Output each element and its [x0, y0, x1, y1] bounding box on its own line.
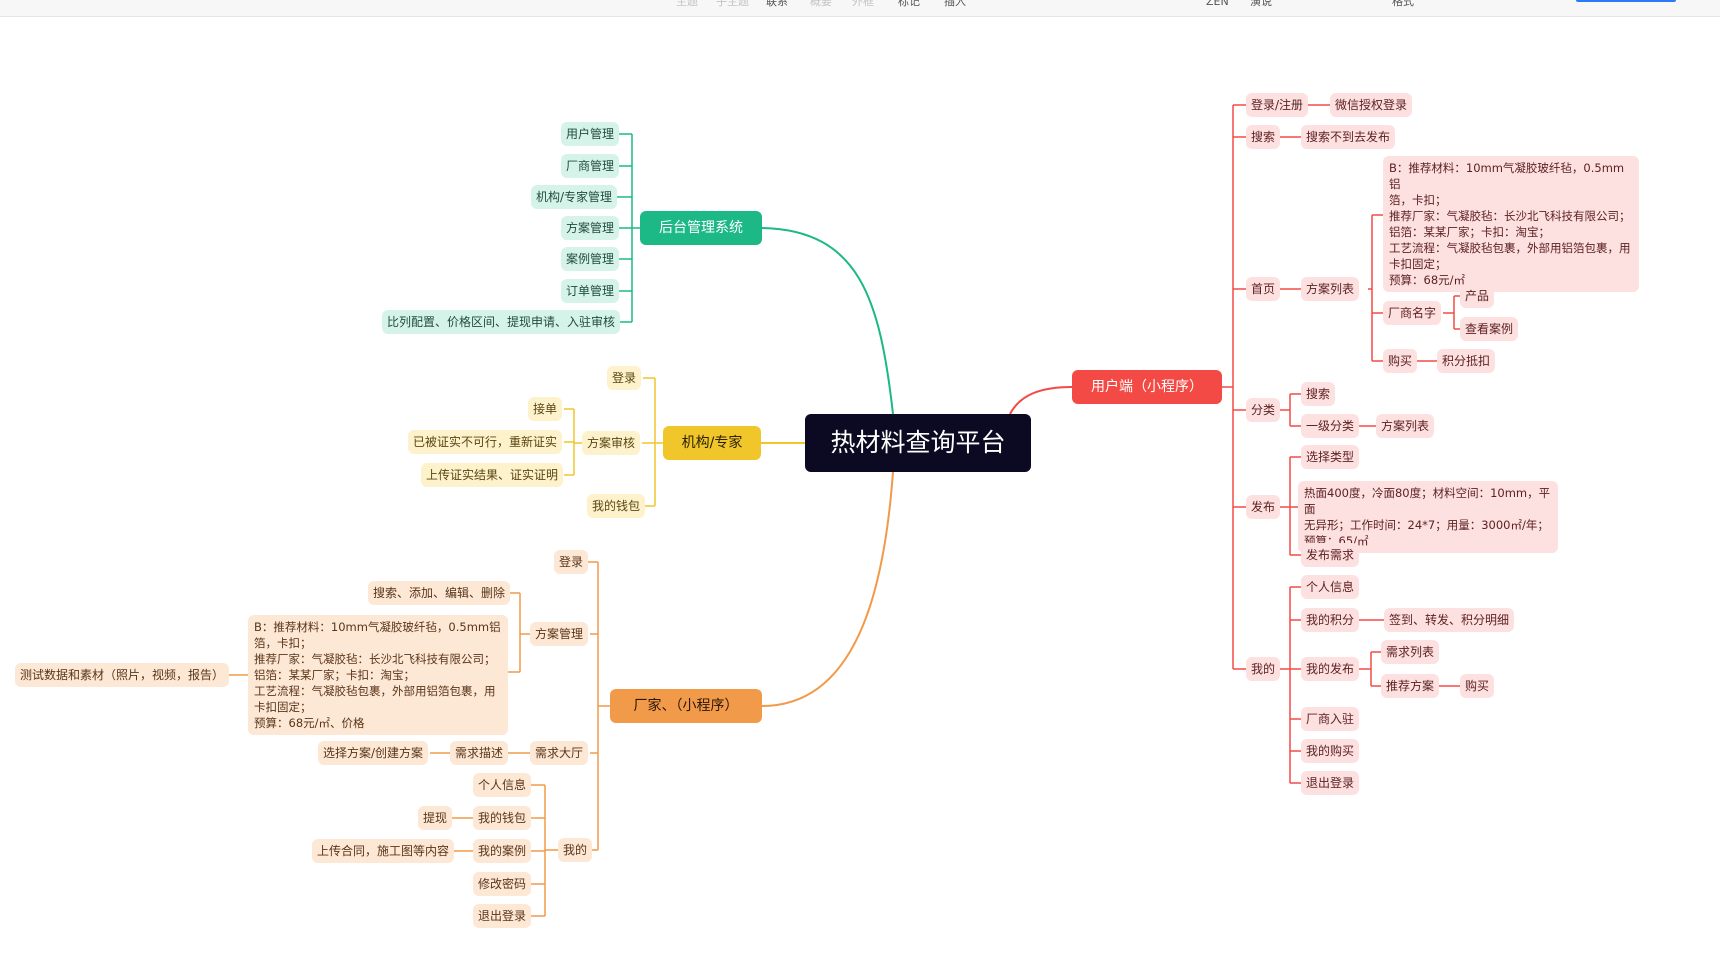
expert-reverify[interactable]: 已被证实不可行，重新证实 [408, 430, 563, 454]
user-plan-detail-line: 预算：68元/㎡ [1389, 273, 1466, 287]
user-plan-detail-line: 铝箔：某某厂家；卡扣：淘宝； [1389, 225, 1550, 239]
expert-accept-order[interactable]: 接单 [528, 397, 563, 421]
user-publish[interactable]: 发布 [1246, 495, 1281, 519]
expert-branch[interactable]: 机构/专家 [663, 426, 761, 460]
user-my-points[interactable]: 我的积分 [1301, 608, 1360, 632]
user-home[interactable]: 首页 [1246, 277, 1281, 301]
user-pub-demand[interactable]: 发布需求 [1301, 543, 1360, 567]
user-cat-plan-list[interactable]: 方案列表 [1376, 414, 1435, 438]
toolbar-format[interactable]: 格式 [1392, 0, 1414, 8]
user-pub-detail-line: 热面400度，冷面80度；材料空间：10mm，平面 [1304, 486, 1551, 516]
admin-order-mgmt[interactable]: 订单管理 [561, 279, 620, 303]
vendor-demand-hall[interactable]: 需求大厅 [530, 741, 589, 765]
vendor-logout[interactable]: 退出登录 [473, 904, 532, 928]
vendor-cases[interactable]: 我的案例 [473, 839, 532, 863]
user-profile[interactable]: 个人信息 [1301, 575, 1360, 599]
user-product[interactable]: 产品 [1460, 284, 1495, 308]
vendor-mine[interactable]: 我的 [558, 838, 593, 862]
user-view-case[interactable]: 查看案例 [1460, 317, 1519, 341]
admin-config[interactable]: 比列配置、价格区间、提现申请、入驻审核 [382, 310, 621, 334]
toolbar-subtopic[interactable]: 子主题 [716, 0, 749, 8]
user-plan-detail-line: 推荐厂家：气凝胶毡：长沙北飞科技有限公司； [1389, 209, 1631, 223]
user-pub-detail-line: 无异形；工作时间：24*7；用量：3000㎡/年； [1304, 518, 1549, 532]
admin-branch[interactable]: 后台管理系统 [640, 211, 762, 245]
user-recommend[interactable]: 推荐方案 [1381, 674, 1440, 698]
user-buy[interactable]: 购买 [1383, 349, 1418, 373]
vendor-plan-ops[interactable]: 搜索、添加、编辑、删除 [368, 581, 511, 605]
user-wechat-login[interactable]: 微信授权登录 [1330, 93, 1413, 117]
user-logout[interactable]: 退出登录 [1301, 771, 1360, 795]
toolbar-relation[interactable]: 联系 [766, 0, 788, 8]
user-cat-level1[interactable]: 一级分类 [1301, 414, 1360, 438]
vendor-test-data[interactable]: 测试数据和素材（照片，视频，报告） [15, 663, 230, 687]
vendor-plan-mgmt[interactable]: 方案管理 [530, 622, 589, 646]
user-plan-detail-line: B：推荐材料：10mm气凝胶玻纤毡，0.5mm铝 [1389, 161, 1625, 191]
vendor-branch[interactable]: 厂家、（小程序） [610, 689, 762, 723]
vendor-withdraw[interactable]: 提现 [418, 806, 453, 830]
admin-user-mgmt[interactable]: 用户管理 [561, 122, 620, 146]
user-plan-list[interactable]: 方案列表 [1301, 277, 1360, 301]
root-topic[interactable]: 热材料查询平台 [805, 414, 1031, 472]
user-plan-detail-line: 卡扣固定； [1389, 257, 1447, 271]
admin-plan-mgmt[interactable]: 方案管理 [561, 216, 620, 240]
vendor-upload-contract[interactable]: 上传合同，施工图等内容 [312, 839, 455, 863]
vendor-plan-detail-line: 预算：68元/㎡、价格 [254, 716, 365, 730]
user-points-detail[interactable]: 签到、转发、积分明细 [1384, 608, 1515, 632]
user-plan-detail[interactable]: B：推荐材料：10mm气凝胶玻纤毡，0.5mm铝 箔，卡扣； 推荐厂家：气凝胶毡… [1383, 156, 1639, 292]
user-vendor-name[interactable]: 厂商名字 [1383, 301, 1442, 325]
user-login[interactable]: 登录/注册 [1246, 93, 1309, 117]
admin-vendor-mgmt[interactable]: 厂商管理 [561, 154, 620, 178]
vendor-wallet[interactable]: 我的钱包 [473, 806, 532, 830]
toolbar-pitch[interactable]: 演说 [1250, 0, 1272, 8]
vendor-demand-desc[interactable]: 需求描述 [450, 741, 509, 765]
vendor-plan-detail-line: 工艺流程：气凝胶毡包裹，外部用铝箔包裹，用 [254, 684, 496, 698]
user-plan-detail-line: 箔，卡扣； [1389, 193, 1447, 207]
vendor-plan-detail-line: 箔，卡扣； [254, 636, 312, 650]
user-points-deduct[interactable]: 积分抵扣 [1437, 349, 1496, 373]
toolbar-marker[interactable]: 标记 [898, 0, 920, 8]
user-branch[interactable]: 用户端（小程序） [1072, 370, 1222, 404]
expert-wallet[interactable]: 我的钱包 [587, 494, 646, 518]
user-demand-list[interactable]: 需求列表 [1381, 640, 1440, 664]
vendor-plan-detail-line: 推荐厂家：气凝胶毡：长沙北飞科技有限公司； [254, 652, 496, 666]
user-plan-detail-line: 工艺流程：气凝胶毡包裹，外部用铝箔包裹，用 [1389, 241, 1631, 255]
toolbar-boundary[interactable]: 外框 [852, 0, 874, 8]
user-category[interactable]: 分类 [1246, 398, 1281, 422]
user-pub-type[interactable]: 选择类型 [1301, 445, 1360, 469]
expert-review[interactable]: 方案审核 [582, 431, 641, 455]
vendor-plan-detail[interactable]: B：推荐材料：10mm气凝胶玻纤毡，0.5mm铝 箔，卡扣； 推荐厂家：气凝胶毡… [248, 615, 508, 735]
expert-upload-result[interactable]: 上传证实结果、证实证明 [421, 463, 564, 487]
user-mine[interactable]: 我的 [1246, 657, 1281, 681]
toolbar-summary[interactable]: 概要 [810, 0, 832, 8]
expert-login[interactable]: 登录 [607, 366, 642, 390]
vendor-plan-detail-line: 卡扣固定； [254, 700, 312, 714]
user-cat-search[interactable]: 搜索 [1301, 382, 1336, 406]
user-search[interactable]: 搜索 [1246, 125, 1281, 149]
user-my-publish[interactable]: 我的发布 [1301, 657, 1360, 681]
toolbar-zen[interactable]: ZEN [1206, 0, 1229, 8]
vendor-choose-plan[interactable]: 选择方案/创建方案 [318, 741, 429, 765]
toolbar-insert[interactable]: 插入 [944, 0, 966, 8]
vendor-profile[interactable]: 个人信息 [473, 773, 532, 797]
admin-case-mgmt[interactable]: 案例管理 [561, 247, 620, 271]
vendor-login[interactable]: 登录 [554, 550, 589, 574]
user-vendor-join[interactable]: 厂商入驻 [1301, 707, 1360, 731]
vendor-plan-detail-line: 铝箔：某某厂家；卡扣：淘宝； [254, 668, 415, 682]
vendor-change-password[interactable]: 修改密码 [473, 872, 532, 896]
top-toolbar: 主题 子主题 联系 概要 外框 标记 插入 ZEN 演说 格式 [0, 0, 1720, 17]
share-button[interactable] [1576, 0, 1676, 2]
user-buy2[interactable]: 购买 [1460, 674, 1495, 698]
vendor-plan-detail-line: B：推荐材料：10mm气凝胶玻纤毡，0.5mm铝 [254, 620, 501, 634]
user-my-purchase[interactable]: 我的购买 [1301, 739, 1360, 763]
user-search-publish[interactable]: 搜索不到去发布 [1301, 125, 1396, 149]
admin-expert-mgmt[interactable]: 机构/专家管理 [531, 185, 618, 209]
toolbar-topic[interactable]: 主题 [676, 0, 698, 8]
